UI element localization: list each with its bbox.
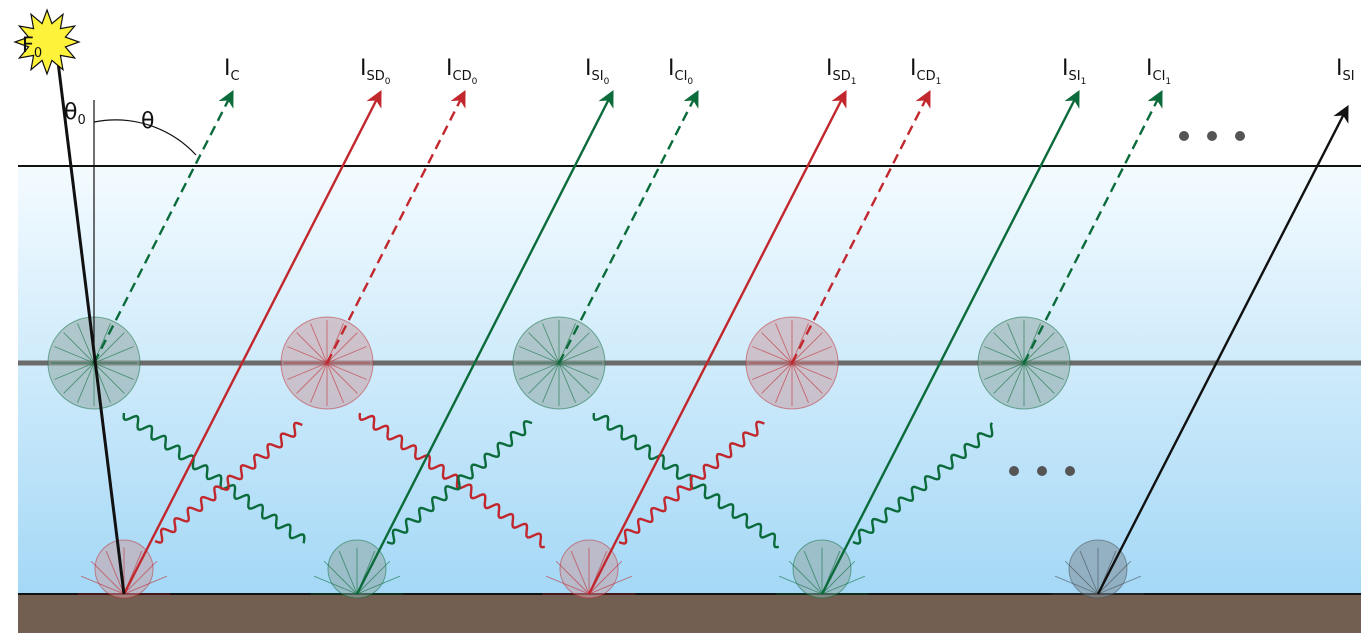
beam-ICD1 (790, 90, 931, 364)
view-angle-arc (93, 119, 197, 156)
surface-disk-2 (310, 539, 404, 599)
wavy-radiation-paths (122, 412, 994, 549)
beam-label-8: ISI1 (1062, 56, 1086, 87)
beam-ISI (1096, 105, 1349, 595)
beam-label-10: ISI (1336, 56, 1355, 84)
view-angle-label: θ (141, 109, 154, 134)
beam-ICI0 (557, 90, 699, 364)
upward-beams (92, 90, 1349, 595)
beam-ISD1 (587, 90, 847, 595)
surface-disk-1 (77, 539, 171, 599)
wave-red-2 (358, 412, 546, 549)
beam-label-1: IC (224, 56, 240, 84)
wave-green-3 (592, 412, 780, 549)
wave-green-4 (852, 422, 994, 545)
wave-red-1 (154, 421, 303, 544)
wave-green-2 (386, 420, 533, 545)
surface-disk-5 (1051, 539, 1145, 599)
beam-ISI1 (820, 90, 1080, 595)
ellipsis-top (1179, 131, 1245, 141)
beam-ICD0 (325, 90, 466, 364)
beam-label-5: ICI0 (668, 56, 693, 87)
ellipsis-middle (1009, 466, 1075, 476)
sun-icon: F0 (13, 8, 81, 76)
beam-IC (92, 90, 234, 364)
incident-angle-label: θ0 (64, 100, 86, 128)
beam-ICI1 (1022, 90, 1163, 364)
beam-ISD0 (122, 90, 382, 595)
beam-label-7: ICD1 (910, 56, 941, 87)
wave-red-3 (618, 420, 765, 545)
atmosphere-layer (18, 166, 1361, 594)
incident-solar-beam (56, 61, 126, 595)
beam-ISI0 (355, 90, 614, 595)
sun-label: F0 (22, 33, 42, 61)
wave-green-1 (122, 412, 306, 544)
beam-label-9: ICI1 (1146, 56, 1171, 87)
surface-disk-3 (542, 539, 636, 599)
beam-label-2: ISD0 (360, 56, 391, 87)
ground-surface (18, 594, 1361, 633)
beam-labels: IC ISD0 ICD0 ISI0 ICI0 ISD1 ICD1 ISI1 ICI1 ISI (224, 56, 1355, 87)
beam-label-3: ICD0 (446, 56, 478, 87)
beam-label-6: ISD1 (826, 56, 857, 87)
beam-label-4: ISI0 (585, 56, 610, 87)
